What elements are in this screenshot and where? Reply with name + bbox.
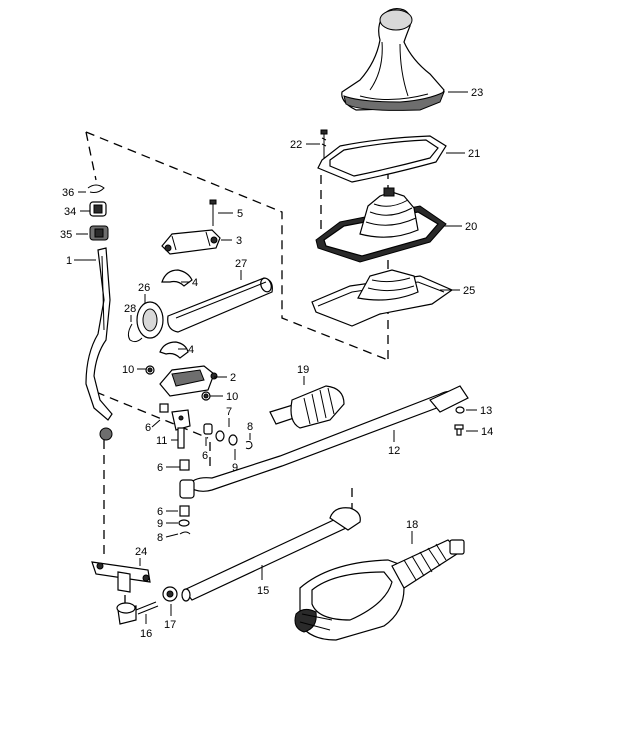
part-36-clip bbox=[87, 184, 105, 193]
callout-label-22: 22 bbox=[290, 139, 302, 151]
part-7-washer bbox=[215, 430, 225, 442]
assembly-dashed-boundary-left bbox=[85, 131, 97, 181]
callout-leader-6 bbox=[151, 419, 161, 428]
part-20-inner-boot bbox=[315, 187, 447, 263]
callout-label-7: 7 bbox=[226, 406, 232, 418]
callout-label-27: 27 bbox=[235, 258, 247, 270]
callout-label-5: 5 bbox=[237, 208, 243, 220]
part-25-base-plate bbox=[311, 269, 454, 327]
callout-leader-8 bbox=[165, 533, 179, 538]
part-18-gear-housing bbox=[294, 539, 465, 641]
callout-label-6: 6 bbox=[202, 450, 208, 462]
part-13-clip bbox=[455, 406, 465, 414]
part-26-bushing bbox=[136, 301, 164, 339]
callout-label-10: 10 bbox=[226, 391, 238, 403]
callout-label-24: 24 bbox=[135, 546, 147, 558]
part-14-bolt bbox=[454, 424, 464, 436]
part-19-joint-bellows bbox=[269, 385, 345, 429]
callout-label-1: 1 bbox=[66, 255, 72, 267]
part-8-clip bbox=[245, 441, 253, 450]
part-6-bushing bbox=[203, 423, 213, 435]
part-11-bracket-pin bbox=[171, 409, 191, 449]
part-10-washer bbox=[145, 365, 155, 375]
callout-label-17: 17 bbox=[164, 619, 176, 631]
part-10-washer-2 bbox=[201, 391, 211, 401]
callout-label-8: 8 bbox=[247, 421, 253, 433]
part-24-lever-bracket bbox=[91, 561, 151, 593]
part-23-shift-knob-boot bbox=[341, 8, 445, 111]
callout-label-35: 35 bbox=[60, 229, 72, 241]
part-3-upper-bracket bbox=[161, 229, 221, 255]
part-6-nut bbox=[159, 403, 169, 413]
part-1-shift-lever bbox=[85, 247, 113, 441]
callout-label-6: 6 bbox=[157, 462, 163, 474]
callout-label-4: 4 bbox=[188, 344, 194, 356]
callout-label-11: 11 bbox=[156, 435, 167, 447]
part-12-shift-rod bbox=[179, 385, 469, 499]
bracket-dashed-guide bbox=[95, 391, 209, 439]
part-6-nut-3 bbox=[179, 505, 190, 517]
part-8-clip-2 bbox=[179, 531, 191, 535]
part-21-frame bbox=[317, 135, 447, 183]
callout-label-36: 36 bbox=[62, 187, 74, 199]
callout-label-9: 9 bbox=[157, 518, 163, 530]
assembly-dashed-boundary bbox=[85, 131, 389, 361]
callout-label-15: 15 bbox=[257, 585, 269, 597]
part-22-screw bbox=[320, 129, 328, 160]
callout-label-21: 21 bbox=[468, 148, 480, 160]
callout-label-18: 18 bbox=[406, 519, 418, 531]
part-2-housing bbox=[159, 365, 218, 397]
part-4-bearing-half-lower bbox=[159, 341, 189, 359]
part-9-washer-2 bbox=[178, 519, 190, 527]
callout-label-14: 14 bbox=[481, 426, 493, 438]
part-17-nut bbox=[162, 586, 178, 602]
part-9-washer bbox=[228, 434, 238, 446]
callout-label-16: 16 bbox=[140, 628, 152, 640]
callout-label-34: 34 bbox=[64, 206, 76, 218]
part-27-tube bbox=[167, 277, 273, 333]
callout-label-23: 23 bbox=[471, 87, 483, 99]
callout-label-20: 20 bbox=[465, 221, 477, 233]
callout-label-2: 2 bbox=[230, 372, 236, 384]
part-34-bushing bbox=[89, 201, 107, 217]
callout-label-25: 25 bbox=[463, 285, 475, 297]
callout-label-9: 9 bbox=[232, 462, 238, 474]
part-15-lower-rod bbox=[181, 507, 361, 602]
callout-label-6: 6 bbox=[145, 422, 151, 434]
part-5-bolt bbox=[209, 199, 217, 226]
callout-label-13: 13 bbox=[480, 405, 492, 417]
callout-label-10: 10 bbox=[122, 364, 134, 376]
callout-label-3: 3 bbox=[236, 235, 242, 247]
callout-label-4: 4 bbox=[192, 277, 198, 289]
part-6-nut-2 bbox=[179, 459, 190, 471]
part-4-bearing-half-upper bbox=[161, 269, 193, 287]
callout-label-28: 28 bbox=[124, 303, 136, 315]
callout-label-12: 12 bbox=[388, 445, 400, 457]
callout-label-8: 8 bbox=[157, 532, 163, 544]
callout-label-19: 19 bbox=[297, 364, 309, 376]
callout-label-26: 26 bbox=[138, 282, 150, 294]
part-16-socket bbox=[116, 601, 159, 625]
callout-label-6: 6 bbox=[157, 506, 163, 518]
part-35-bushing bbox=[89, 225, 109, 241]
part-28-clip bbox=[127, 323, 143, 343]
